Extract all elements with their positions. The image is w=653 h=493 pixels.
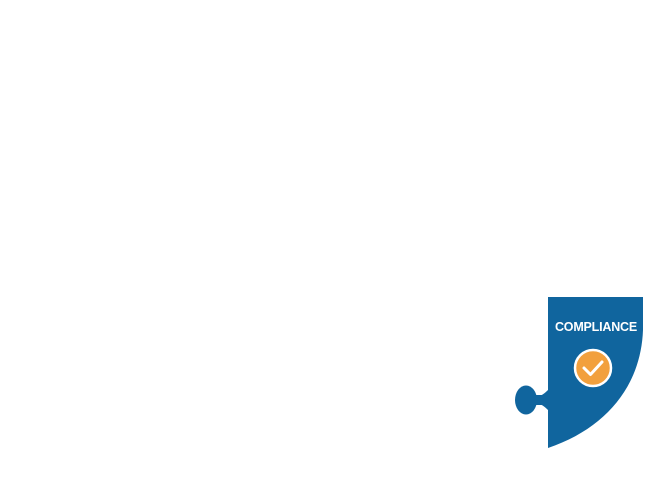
check-circle-icon xyxy=(573,348,613,388)
puzzle-piece-tab xyxy=(515,385,537,415)
piece-label: COMPLIANCE xyxy=(554,320,638,334)
puzzle-piece-tab-neck xyxy=(533,395,549,405)
